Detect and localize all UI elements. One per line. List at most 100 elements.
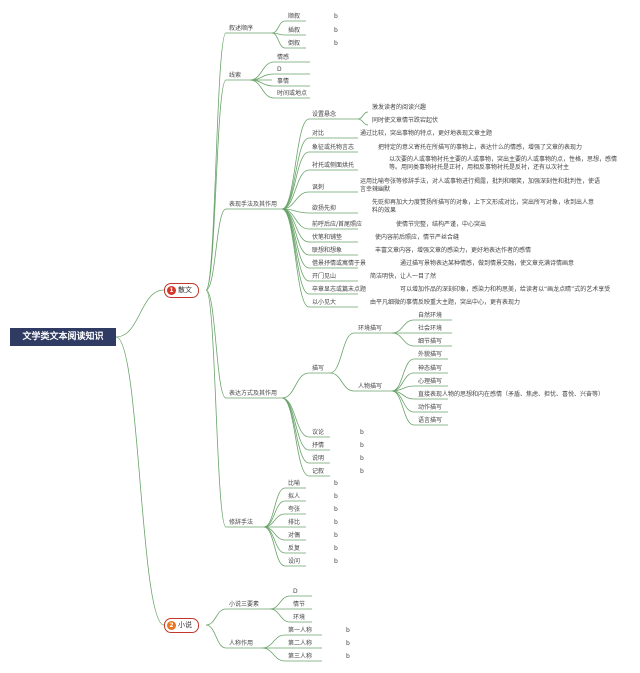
leaf-value: b <box>334 40 338 47</box>
leaf-value: b <box>346 653 350 660</box>
leaf-clue[interactable]: D <box>277 66 282 73</box>
leaf-shunxu[interactable]: 顺叙 <box>288 13 301 20</box>
number-badge-1: 1 <box>167 286 176 295</box>
node-description[interactable]: 描写 <box>312 365 325 372</box>
leaf-clue[interactable]: 时间或地点 <box>277 90 308 97</box>
tech-label[interactable]: 设置悬念 <box>312 111 337 118</box>
connector <box>281 208 310 256</box>
leaf-value: b <box>334 480 338 487</box>
tech-label[interactable]: 前呼后应/首尾照应 <box>312 221 363 228</box>
tech-label[interactable]: 对比 <box>312 130 325 137</box>
tech-desc: 以次要的人或事物衬托主要的人或事物，突出主要的人或事物的点，性格，思想，感情等。… <box>389 156 618 171</box>
node-novel-elements[interactable]: 小说三要素 <box>229 601 260 608</box>
branch-prose-label: 散文 <box>178 286 192 294</box>
root-node[interactable]: 文学类文本阅读知识 <box>10 328 116 346</box>
leaf-env[interactable]: 社会环境 <box>418 325 443 332</box>
connector <box>263 500 286 528</box>
tech-label[interactable]: 联想和想象 <box>312 247 343 254</box>
node-person-effect[interactable]: 人称作用 <box>229 640 254 647</box>
leaf-value: b <box>360 429 364 436</box>
connector <box>357 118 369 126</box>
leaf-char[interactable]: 语言描写 <box>418 417 443 424</box>
branch-novel[interactable]: 2 小说 <box>164 618 199 633</box>
branch-prose[interactable]: 1 散文 <box>164 283 199 298</box>
leaf-value: b <box>346 627 350 634</box>
connector <box>357 111 369 120</box>
tech-label[interactable]: 讽刺 <box>312 184 325 191</box>
leaf-value: b <box>334 27 338 34</box>
number-badge-2: 2 <box>167 621 176 630</box>
tech-desc: 运用比喻夸张等修辞手法，对人或事物进行揭露，批判和嘲笑，加强深刻性和批判性，使语… <box>360 178 601 193</box>
leaf-char[interactable]: 神态描写 <box>418 365 443 372</box>
leaf-person[interactable]: 第二人称 <box>288 640 313 647</box>
node-rhetoric[interactable]: 修辞手法 <box>229 519 254 526</box>
connector <box>391 358 415 392</box>
leaf-rhetoric[interactable]: 对偶 <box>288 532 301 539</box>
leaf-rhetoric[interactable]: 比喻 <box>288 480 301 487</box>
connector <box>281 191 310 210</box>
tech-label[interactable]: 衬托或侧面烘托 <box>312 162 355 169</box>
leaf-element[interactable]: 环境 <box>293 614 306 621</box>
tech-desc: 使内容前后照应，情节严丝合缝 <box>375 234 460 241</box>
leaf-rhetoric[interactable]: 反复 <box>288 545 301 552</box>
leaf-element[interactable]: D <box>293 588 298 595</box>
tech-label[interactable]: 伏笔和铺垫 <box>312 234 343 241</box>
leaf-expression[interactable]: 记叙 <box>312 468 325 475</box>
leaf-person[interactable]: 第一人称 <box>288 627 313 634</box>
connector <box>391 319 415 334</box>
connector <box>205 624 227 649</box>
tech-desc: 同时使文章情节跌宕起伏 <box>372 117 439 124</box>
leaf-value: b <box>334 493 338 500</box>
branch-novel-label: 小说 <box>178 621 192 629</box>
tech-label[interactable]: 开门见山 <box>312 273 337 280</box>
tech-label[interactable]: 象征或托物言志 <box>312 144 355 151</box>
leaf-expression[interactable]: 说明 <box>312 455 325 462</box>
node-expression-modes[interactable]: 表达方式及其作用 <box>229 390 278 397</box>
leaf-rhetoric[interactable]: 设问 <box>288 558 301 565</box>
tech-desc: 通过比较，突出事物的特点，更好地表现文章主题 <box>360 130 493 137</box>
connector <box>263 526 286 554</box>
leaf-env[interactable]: 自然环境 <box>418 312 443 319</box>
node-narrative-order[interactable]: 叙述顺序 <box>229 25 254 32</box>
leaf-daoxu[interactable]: 倒叙 <box>288 40 301 47</box>
connector <box>263 526 286 541</box>
leaf-value: b <box>346 640 350 647</box>
connector <box>281 137 310 210</box>
connector <box>281 397 310 451</box>
leaf-char[interactable]: 外貌描写 <box>418 351 443 358</box>
node-environment-description[interactable]: 环境描写 <box>358 325 383 332</box>
tech-desc: 简洁明快，让人一目了然 <box>370 273 437 280</box>
leaf-rhetoric[interactable]: 排比 <box>288 519 301 526</box>
connector <box>261 647 286 662</box>
tech-label[interactable]: 借景抒情或寓情于景 <box>312 260 367 267</box>
leaf-value: b <box>334 519 338 526</box>
leaf-clue[interactable]: 事情 <box>277 78 290 85</box>
tech-desc: 由平凡细微的事情反映重大主题，突出中心，更有表现力 <box>370 299 521 306</box>
node-character-description[interactable]: 人物描写 <box>358 383 383 390</box>
leaf-expression[interactable]: 抒情 <box>312 442 325 449</box>
leaf-env[interactable]: 细节描写 <box>418 338 443 345</box>
leaf-char[interactable]: 动作描写 <box>418 404 443 411</box>
leaf-clue[interactable]: 情感 <box>277 54 290 61</box>
connector <box>281 208 310 295</box>
leaf-person[interactable]: 第三人称 <box>288 653 313 660</box>
leaf-char[interactable]: 直接表现人物的思想和内在感情（矛盾、焦虑、担忧、喜悦、兴奋等） <box>418 391 605 398</box>
tech-label[interactable]: 以小见大 <box>312 299 337 306</box>
leaf-element[interactable]: 情节 <box>293 601 306 608</box>
connector <box>329 372 355 392</box>
leaf-chaxu[interactable]: 插叙 <box>288 27 301 34</box>
connector <box>115 336 165 626</box>
tech-desc: 通过描写景物表达某种情感，做到情景交融，使文章充满诗情画意 <box>400 260 575 267</box>
tech-label[interactable]: 卒章显志或篇末点题 <box>312 286 367 293</box>
tech-label[interactable]: 欲扬先抑 <box>312 205 337 212</box>
node-clue[interactable]: 线索 <box>229 72 242 79</box>
leaf-expression[interactable]: 议论 <box>312 429 325 436</box>
leaf-rhetoric[interactable]: 夸张 <box>288 506 301 513</box>
connector <box>271 32 286 49</box>
node-techniques[interactable]: 表现手法及其作用 <box>229 201 278 208</box>
leaf-value: b <box>334 558 338 565</box>
leaf-rhetoric[interactable]: 拟人 <box>288 493 301 500</box>
leaf-char[interactable]: 心理描写 <box>418 378 443 385</box>
connector <box>205 289 227 399</box>
